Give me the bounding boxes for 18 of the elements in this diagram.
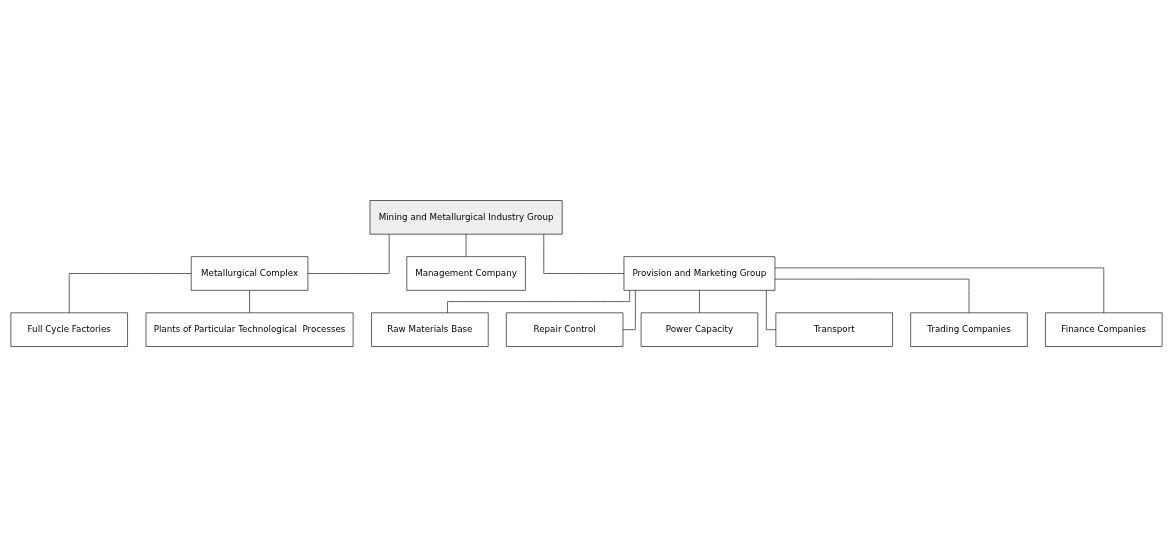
node-box: Repair Control	[506, 312, 624, 347]
connector	[249, 290, 250, 313]
node-box: Transport	[775, 312, 893, 347]
connector	[543, 233, 625, 274]
node-box: Trading Companies	[910, 312, 1028, 347]
connector	[699, 290, 700, 313]
node-box: Finance Companies	[1045, 312, 1163, 347]
node-box: Raw Materials Base	[371, 312, 489, 347]
connector	[766, 290, 777, 330]
connector	[68, 273, 192, 314]
connector	[307, 233, 390, 274]
node-box: Mining and Metallurgical Industry Group	[369, 200, 563, 235]
node-box: Management Company	[406, 256, 526, 291]
node-box: Plants of Particular Technological Processes	[145, 312, 354, 347]
node-box: Metallurgical Complex	[190, 256, 309, 291]
node-box: Provision and Marketing Group	[623, 256, 776, 291]
node-box: Power Capacity	[640, 312, 759, 347]
node-box: Full Cycle Factories	[10, 312, 128, 347]
